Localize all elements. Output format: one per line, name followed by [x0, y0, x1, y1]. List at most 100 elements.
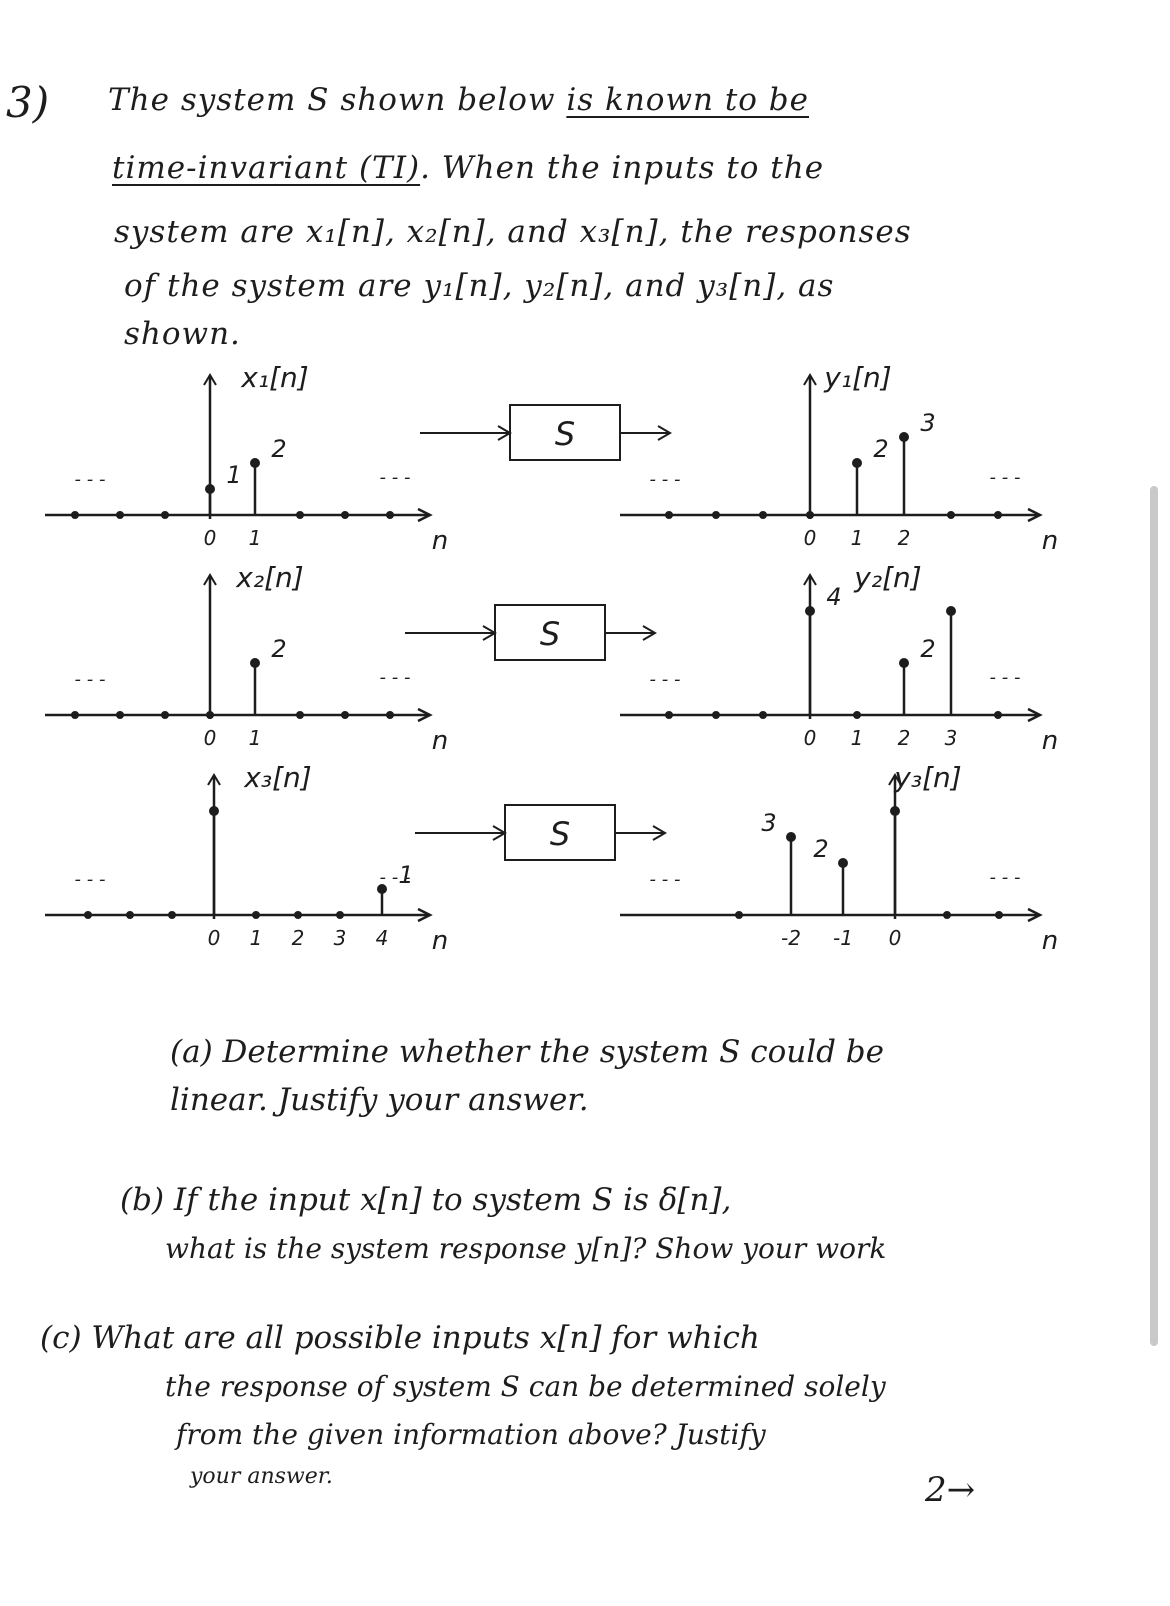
- input-zero-sample-2--1: [161, 711, 169, 719]
- input-zero-sample-3--2: [126, 911, 134, 919]
- output-n-label-2: n: [1042, 726, 1058, 756]
- output-ellipsis-right-1: - - -: [990, 467, 1021, 488]
- output-tick-3-1: -1: [833, 926, 853, 950]
- input-tick-1-0: 0: [204, 526, 217, 550]
- output-zero-sample-2-4: [994, 711, 1002, 719]
- output-zero-sample-2--2: [712, 711, 720, 719]
- output-zero-sample-1-4: [994, 511, 1002, 519]
- output-arrow-head-2: [642, 625, 657, 641]
- part-c-line-2: the response of system S can be determin…: [165, 1370, 886, 1403]
- output-vertical-arrow-3: [888, 773, 902, 786]
- statement-line-5: shown.: [124, 316, 241, 352]
- statement-line-1: The system S shown below is known to be: [108, 82, 809, 118]
- input-zero-sample-2--2: [116, 711, 124, 719]
- output-tick-3-0: -2: [781, 926, 801, 950]
- part-c-line-3: from the given information above? Justif…: [176, 1418, 766, 1451]
- output-arrow-head-1: [657, 425, 672, 441]
- output-value-label-2-1: 4: [826, 583, 841, 611]
- output-tick-1-0: 0: [804, 526, 817, 550]
- output-ellipsis-left-3: - - -: [650, 869, 681, 890]
- input-zero-sample-1--2: [116, 511, 124, 519]
- next-page-arrow: 2→: [925, 1470, 976, 1510]
- output-value-label-2-0: 2: [920, 635, 935, 663]
- input-n-label-3: n: [432, 926, 448, 956]
- input-tick-3-4: 4: [376, 926, 389, 950]
- output-axis-arrow-2: [1027, 707, 1043, 723]
- part-c-line-1: (c) What are all possible inputs x[n] fo…: [40, 1320, 760, 1356]
- system-box-label-2: S: [540, 615, 560, 653]
- output-vertical-arrow-1: [803, 373, 817, 386]
- output-axis-arrow-1: [1027, 507, 1043, 523]
- input-value-label-1-1: 2: [271, 435, 286, 463]
- output-stem-dot-3-1: [838, 858, 848, 868]
- output-stem-dot-1-0: [852, 458, 862, 468]
- input-vertical-arrow-3: [207, 773, 221, 786]
- input-ellipsis-left-2: - - -: [75, 669, 106, 690]
- output-stem-dot-2-2: [946, 606, 956, 616]
- output-zero-sample-3--3: [735, 911, 743, 919]
- output-stem-dot-3-0: [786, 832, 796, 842]
- input-ellipsis-left-1: - - -: [75, 469, 106, 490]
- output-zero-sample-2--1: [759, 711, 767, 719]
- output-zero-sample-2-1: [853, 711, 861, 719]
- input-zero-sample-3--1: [168, 911, 176, 919]
- input-vertical-arrow-1: [203, 373, 217, 386]
- output-value-label-1-1: 3: [920, 409, 935, 437]
- input-zero-sample-2-0: [206, 711, 214, 719]
- input-stem-dot-2-0: [250, 658, 260, 668]
- output-arrow-head-3: [652, 825, 667, 841]
- input-signal-label-3: x₃[n]: [243, 761, 311, 794]
- input-n-label-1: n: [432, 526, 448, 556]
- input-tick-3-2: 2: [292, 926, 305, 950]
- output-zero-sample-1-0: [806, 511, 814, 519]
- output-zero-sample-1--3: [665, 511, 673, 519]
- input-zero-sample-3--3: [84, 911, 92, 919]
- scrollbar[interactable]: [1150, 486, 1158, 1346]
- output-tick-1-2: 2: [898, 526, 911, 550]
- part-a-line-1: (a) Determine whether the system S could…: [170, 1034, 884, 1070]
- input-value-label-3-0: 1: [398, 861, 413, 889]
- input-axis-arrow-1: [417, 507, 433, 523]
- statement-line-4: of the system are y₁[n], y₂[n], and y₃[n…: [124, 268, 835, 304]
- input-stem-dot-3-1: [377, 884, 387, 894]
- output-tick-1-1: 1: [851, 526, 864, 550]
- input-zero-sample-2-4: [386, 711, 394, 719]
- input-ellipsis-right-2: - - -: [380, 667, 411, 688]
- input-zero-sample-1--1: [161, 511, 169, 519]
- output-tick-2-3: 3: [945, 726, 958, 750]
- output-zero-sample-3-2: [995, 911, 1003, 919]
- output-stem-dot-1-1: [899, 432, 909, 442]
- input-zero-sample-2-3: [341, 711, 349, 719]
- output-ellipsis-left-2: - - -: [650, 669, 681, 690]
- input-tick-2-0: 0: [204, 726, 217, 750]
- part-b-line-2: what is the system response y[n]? Show y…: [165, 1232, 887, 1265]
- input-zero-sample-2-2: [296, 711, 304, 719]
- output-signal-label-2: y₂[n]: [853, 561, 921, 594]
- part-c-line-4: your answer.: [190, 1464, 333, 1489]
- input-stem-dot-3-0: [209, 806, 219, 816]
- input-tick-3-0: 0: [208, 926, 221, 950]
- input-zero-sample-1-3: [341, 511, 349, 519]
- output-tick-2-1: 1: [851, 726, 864, 750]
- input-vertical-arrow-2: [203, 573, 217, 586]
- output-tick-3-2: 0: [889, 926, 902, 950]
- input-tick-2-1: 1: [249, 726, 262, 750]
- input-ellipsis-left-3: - - -: [75, 869, 106, 890]
- input-ellipsis-right-1: - - -: [380, 467, 411, 488]
- output-ellipsis-right-3: - - -: [990, 867, 1021, 888]
- input-signal-label-2: x₂[n]: [235, 561, 303, 594]
- input-stem-dot-1-0: [205, 484, 215, 494]
- system-box-label-3: S: [550, 815, 570, 853]
- input-zero-sample-1-4: [386, 511, 394, 519]
- output-zero-sample-1-3: [947, 511, 955, 519]
- part-a-line-2: linear. Justify your answer.: [170, 1082, 589, 1118]
- input-stem-dot-1-1: [250, 458, 260, 468]
- statement-line-2: time-invariant (TI). When the inputs to …: [112, 150, 825, 186]
- input-axis-arrow-2: [417, 707, 433, 723]
- input-zero-sample-3-3: [336, 911, 344, 919]
- output-value-label-3-1: 2: [813, 835, 828, 863]
- output-zero-sample-1--1: [759, 511, 767, 519]
- input-tick-1-1: 1: [249, 526, 262, 550]
- input-signal-label-1: x₁[n]: [240, 361, 308, 394]
- output-zero-sample-1--2: [712, 511, 720, 519]
